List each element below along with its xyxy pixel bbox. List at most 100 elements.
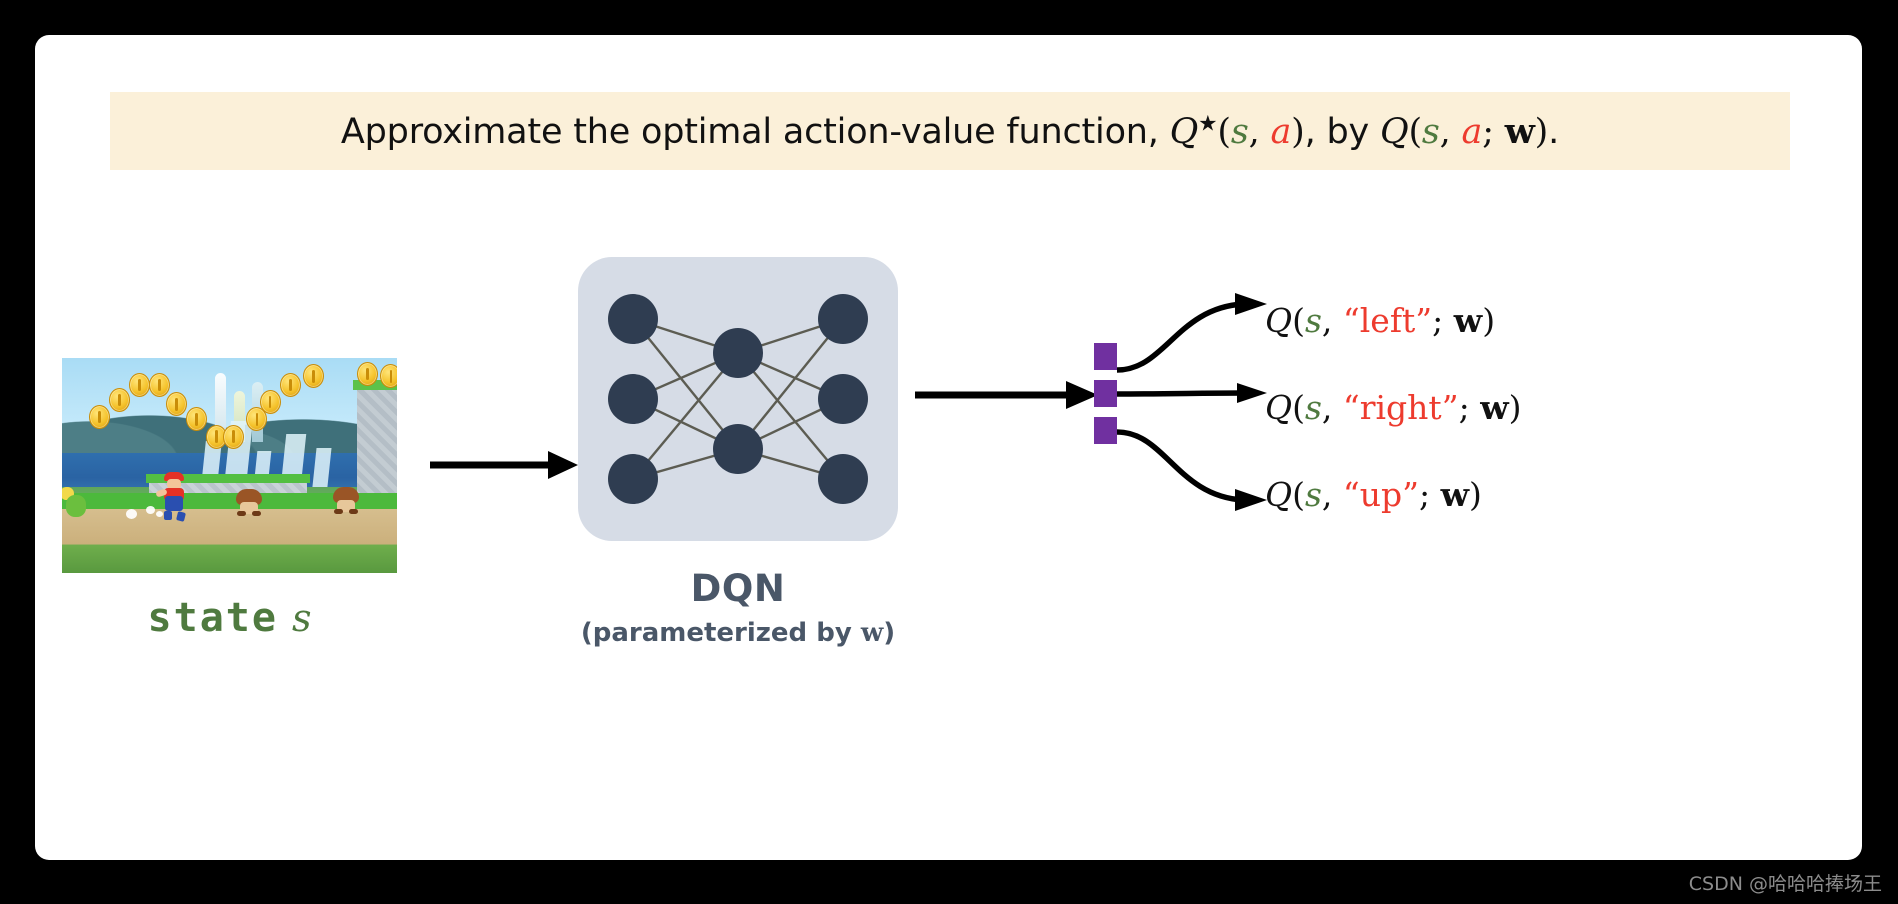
dust-puff: [145, 506, 155, 515]
dqn-subtitle-prefix: (parameterized by: [580, 618, 861, 648]
q-symbol: Q: [1265, 388, 1293, 427]
mario-sprite: [155, 471, 189, 522]
q-value-label-left: Q(s, “left”; w): [1265, 301, 1495, 340]
q-open-paren: (: [1292, 301, 1305, 340]
title-open-paren: (: [1217, 111, 1231, 152]
coin-icon: [88, 405, 110, 430]
dust-puff: [155, 510, 163, 517]
dqn-subtitle: (parameterized by w): [538, 618, 938, 648]
output-node: [818, 454, 868, 504]
star-icon: ★: [1198, 110, 1218, 136]
coin-icon: [279, 373, 301, 398]
dqn-caption: DQN (parameterized by w): [538, 567, 938, 648]
ground-layer: [62, 508, 397, 573]
title-state-var-2: s: [1421, 111, 1440, 152]
q-value-label-right: Q(s, “right”; w): [1265, 388, 1521, 427]
coin-icon: [303, 364, 325, 389]
q-close-paren: ): [1508, 388, 1522, 427]
output-node: [818, 374, 868, 424]
dust-puff: [125, 508, 137, 519]
network-nodes: [608, 294, 868, 504]
title-semicolon: ;: [1482, 111, 1505, 152]
stone-platform-grass: [145, 474, 310, 483]
q-weight-var: w: [1440, 475, 1470, 514]
curved-arrow-to-q-up: [1116, 429, 1267, 511]
watermark-text: CSDN @哈哈哈捧场王: [1688, 873, 1882, 895]
coin-icon: [185, 407, 207, 432]
curved-arrow-to-q-left: [1116, 293, 1267, 373]
title-state-var: s: [1230, 111, 1249, 152]
q-open-paren: (: [1292, 475, 1305, 514]
title-action-var: a: [1270, 111, 1292, 152]
q-semicolon: ;: [1418, 475, 1441, 514]
state-caption-word: state: [147, 595, 278, 641]
title-comma-1: ,: [1248, 111, 1271, 152]
input-node: [608, 374, 658, 424]
arrow-dqn-to-outputs: [915, 381, 1098, 409]
q-action-name: “right”: [1342, 388, 1459, 427]
q-action-name: “up”: [1342, 475, 1419, 514]
coin-icon: [222, 424, 244, 449]
output-square-right: [1094, 380, 1117, 407]
coin-icon: [380, 364, 397, 389]
coin-icon: [149, 373, 171, 398]
title-prefix-text: Approximate the optimal action-value fun…: [340, 111, 1170, 152]
title-close-paren-2: ): [1534, 111, 1549, 152]
hidden-node: [713, 328, 763, 378]
q-state-var: s: [1304, 475, 1322, 514]
neural-network-graph: [608, 294, 868, 504]
coin-icon: [165, 392, 187, 417]
title-banner: Approximate the optimal action-value fun…: [110, 92, 1790, 170]
koopa-sprite: [62, 487, 86, 521]
arrow-state-to-dqn: [430, 451, 578, 479]
coin-icon: [246, 407, 268, 432]
q-weight-var: w: [1480, 388, 1509, 427]
title-q-star-symbol: Q: [1169, 111, 1199, 152]
state-caption-variable: s: [291, 596, 312, 640]
coin-icon: [108, 388, 130, 413]
input-node: [608, 294, 658, 344]
dqn-title: DQN: [690, 567, 786, 610]
goomba-sprite: [333, 487, 360, 514]
title-q-plain-symbol: Q: [1379, 111, 1409, 152]
title-action-var-2: a: [1461, 111, 1483, 152]
q-state-var: s: [1304, 388, 1322, 427]
title-comma-2: ,: [1439, 111, 1462, 152]
coin-icon: [356, 362, 378, 387]
coin-icon: [259, 390, 281, 415]
q-separator: ,: [1321, 301, 1343, 340]
q-symbol: Q: [1265, 301, 1293, 340]
state-game-frame-image: [62, 358, 397, 573]
q-close-paren: ): [1469, 475, 1482, 514]
title-weight-var: w: [1504, 110, 1535, 152]
title-period: .: [1548, 111, 1560, 152]
q-separator: ,: [1321, 475, 1343, 514]
input-node: [608, 454, 658, 504]
output-square-up: [1094, 417, 1117, 444]
dqn-subtitle-weight-var: w: [860, 618, 884, 648]
goomba-sprite: [236, 489, 263, 517]
q-state-var: s: [1304, 301, 1322, 340]
dqn-subtitle-suffix: ): [883, 618, 896, 648]
q-close-paren: ): [1482, 301, 1496, 340]
coin-icon: [129, 373, 150, 398]
q-semicolon: ;: [1458, 388, 1481, 427]
q-open-paren: (: [1292, 388, 1305, 427]
q-action-name: “left”: [1342, 301, 1433, 340]
q-semicolon: ;: [1432, 301, 1454, 340]
dqn-network-box: [578, 257, 898, 541]
q-value-label-up: Q(s, “up”; w): [1265, 475, 1482, 514]
slide-card: Approximate the optimal action-value fun…: [35, 35, 1862, 860]
q-weight-var: w: [1453, 301, 1483, 340]
curved-arrow-to-q-right: [1116, 383, 1267, 403]
title-close-paren: ): [1291, 111, 1305, 152]
hidden-node: [713, 424, 763, 474]
output-node: [818, 294, 868, 344]
q-separator: ,: [1321, 388, 1343, 427]
title-middle-text: , by: [1304, 111, 1380, 152]
page-title: Approximate the optimal action-value fun…: [341, 111, 1559, 152]
title-open-paren-2: (: [1408, 111, 1422, 152]
output-square-left: [1094, 343, 1117, 370]
q-symbol: Q: [1265, 475, 1293, 514]
